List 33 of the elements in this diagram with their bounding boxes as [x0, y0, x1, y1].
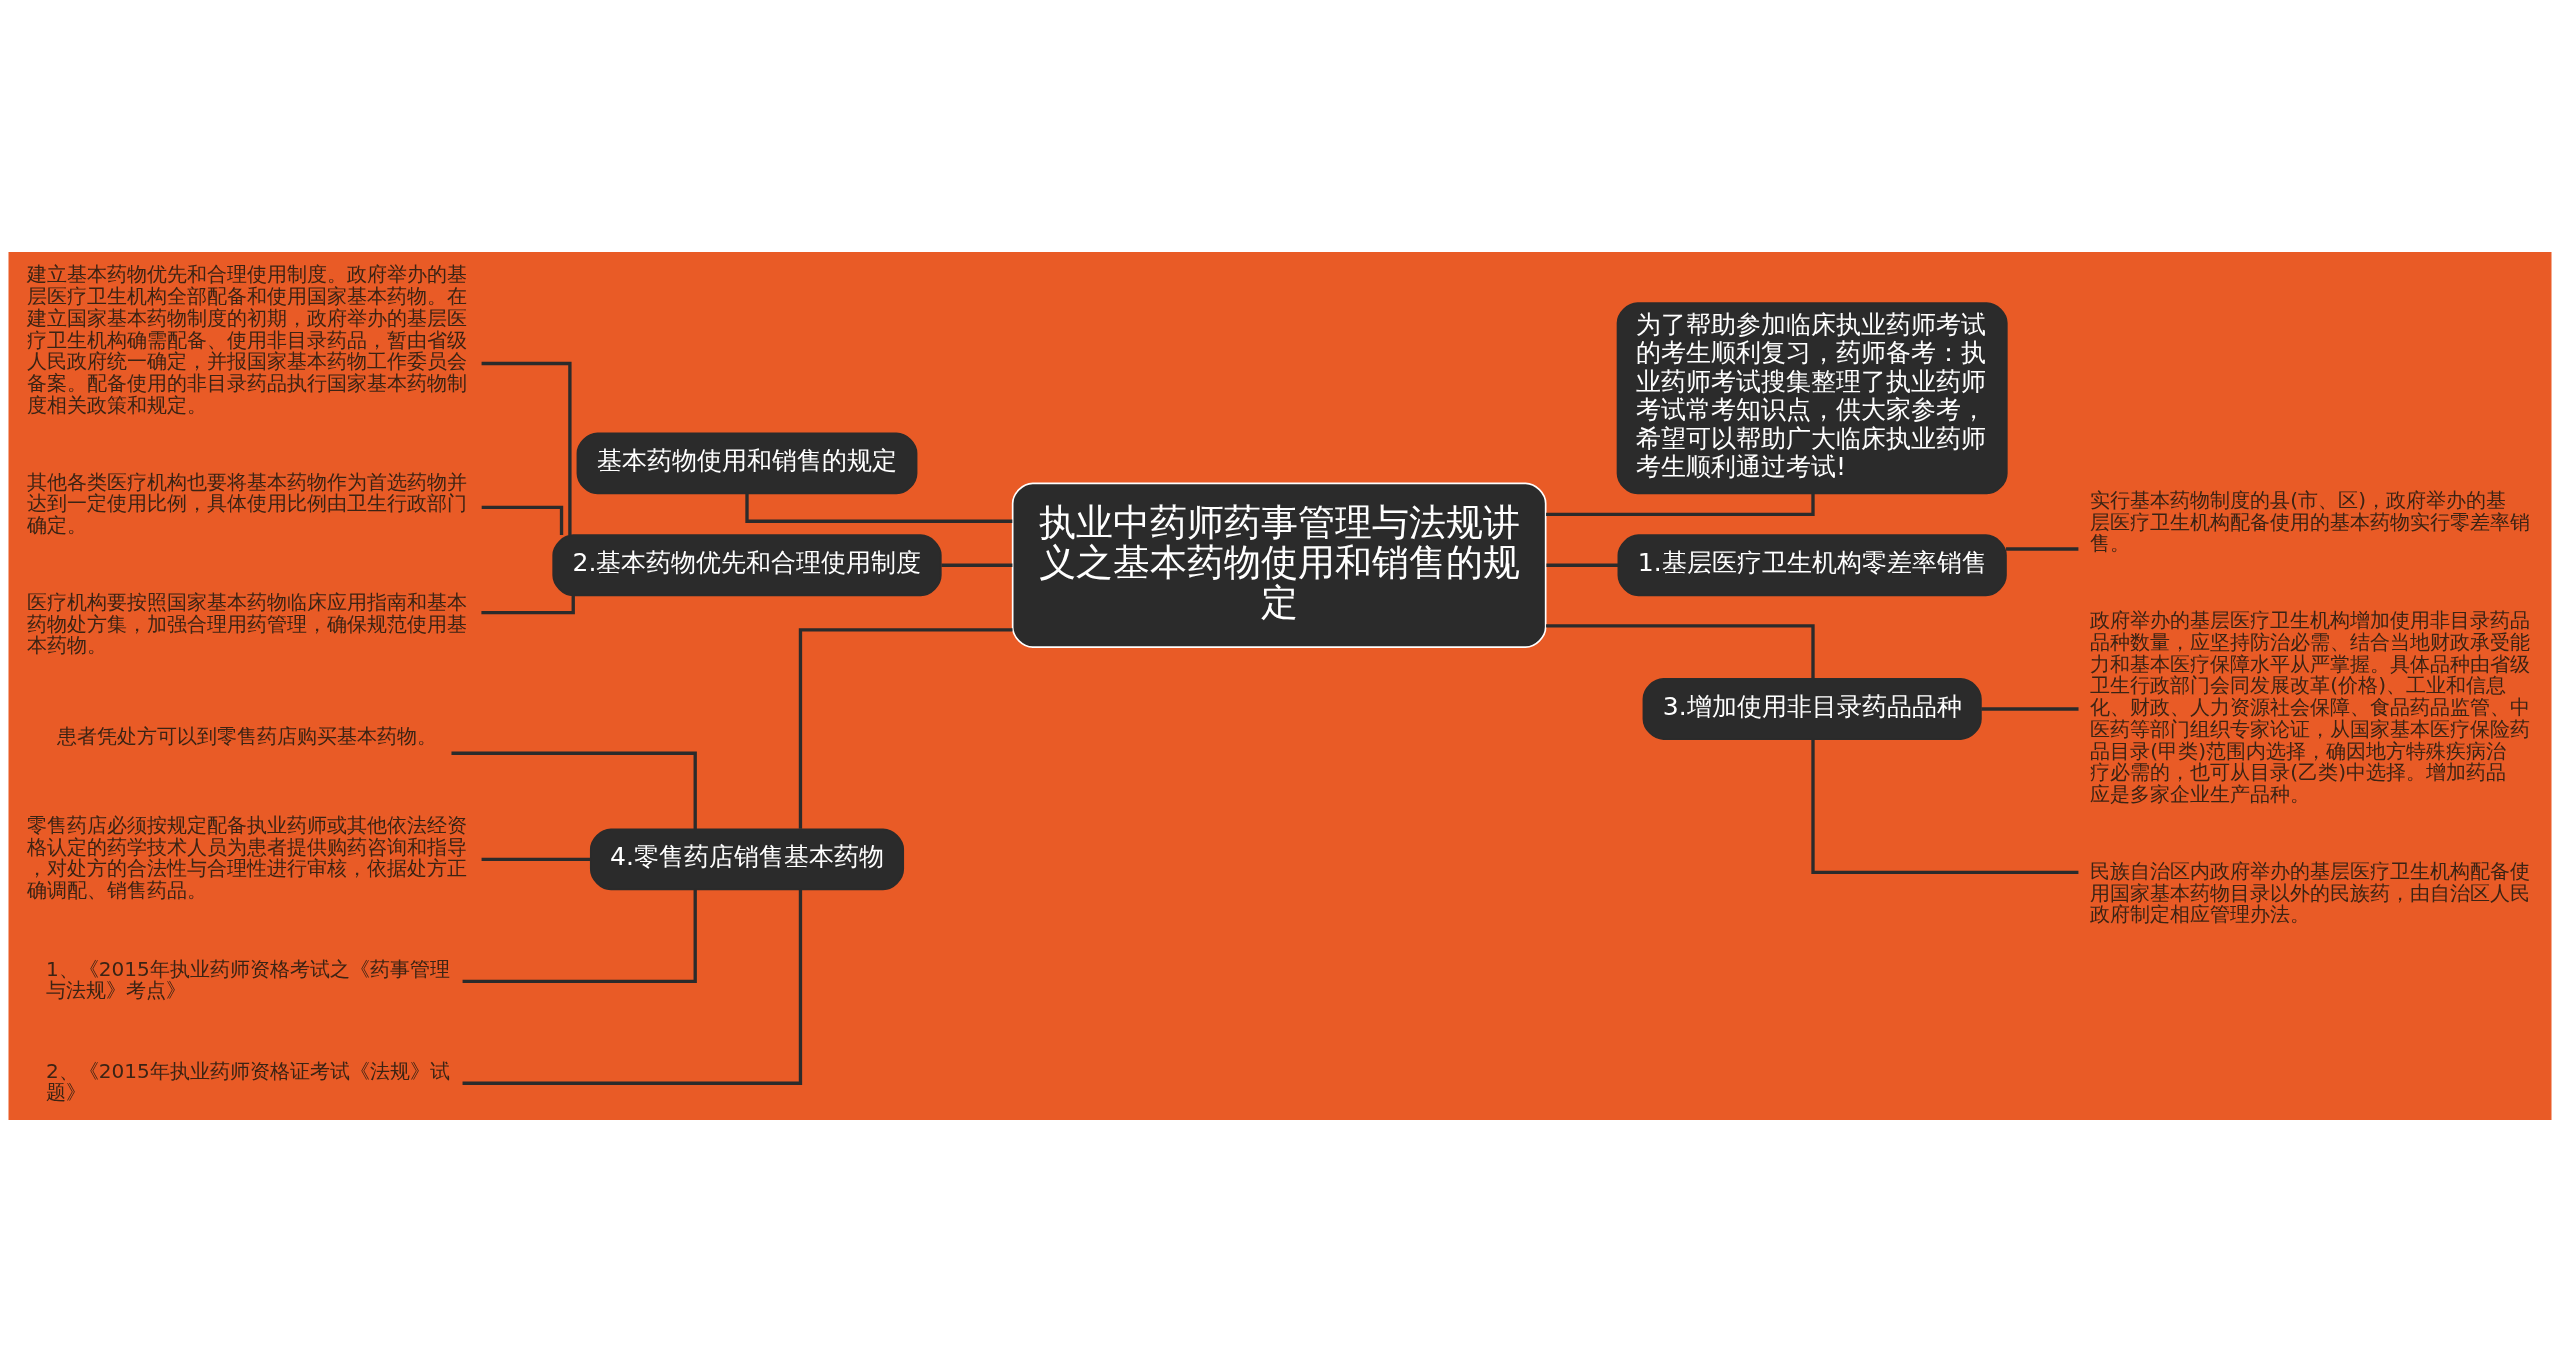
connector [481, 505, 564, 535]
node-box: 2.基本药物优先和合理使用制度 [552, 534, 942, 597]
node-text: 2、《2015年执业药师资格证考试《法规》试题》 [46, 1058, 450, 1105]
connector [481, 595, 575, 615]
connector [745, 493, 1013, 523]
connector [462, 889, 803, 1085]
connector [1546, 563, 1619, 567]
connector [451, 751, 697, 830]
node-text: 建立基本药物优先和合理使用制度。政府举办的基层医疗卫生机构全部配备和使用国家基本药物。在建立国家基本药物制度的初期，政府举办的基层医疗卫生机构确需配备、使用非目录药品，暂由省级人民政府统一确定，并报国家基本药物工作委员会备案。配备使用的非目录药品执行国家基本药物制度相关政策和规定。 [26, 262, 467, 417]
connector [481, 361, 572, 536]
node-box: 执业中药师药事管理与法规讲义之基本药物使用和销售的规定 [1011, 482, 1547, 648]
connector [2006, 547, 2079, 551]
connector [1546, 624, 1815, 679]
node-text: 政府举办的基层医疗卫生机构增加使用非目录药品品种数量，应坚持防治必需、结合当地财政承受能力和基本医疗保障水平从严掌握。具体品种由省级卫生行政部门会同发展改革(价格)、工业和信息化、财政、人力资源社会保障、食品药品监管、中医药等部门组织专家论证，从国家基本医疗保险药品目录(甲类)范围内选择，确因地方特殊疾病治疗必需的，也可从目录(乙类)中选择。增加药品应是多家企业生产品种。 [2090, 608, 2531, 807]
connector [1546, 493, 1815, 516]
node-box: 4.零售药店销售基本药物 [589, 828, 905, 891]
node-text: 零售药店必须按规定配备执业药师或其他依法经资格认定的药学技术人员为患者提供购药咨询和指导，对处方的合法性与合理性进行审核，依据处方正确调配、销售药品。 [26, 812, 467, 903]
node-box: 为了帮助参加临床执业药师考试的考生顺利复习，药师备考：执业药师考试搜集整理了执业药师考试常考知识点，供大家参考，希望可以帮助广大临床执业药师考生顺利通过考试! [1616, 302, 2008, 495]
connector [481, 857, 591, 861]
node-text: 其他各类医疗机构也要将基本药物作为首选药物并达到一定使用比例，具体使用比例由卫生行政部门确定。 [26, 469, 467, 538]
node-text: 民族自治区内政府举办的基层医疗卫生机构配备使用国家基本药物目录以外的民族药，由自治区人民政府制定相应管理办法。 [2090, 858, 2531, 927]
connector [941, 563, 1013, 567]
connector [798, 628, 1013, 829]
node-text: 1、《2015年执业药师资格考试之《药事管理与法规》考点》 [46, 956, 450, 1003]
node-text: 医疗机构要按照国家基本药物临床应用指南和基本药物处方集，加强合理用药管理，确保规范使用基本药物。 [26, 589, 467, 658]
connector [1981, 707, 2079, 711]
connector [1811, 739, 2079, 874]
connector [462, 889, 697, 983]
node-box: 3.增加使用非目录药品品种 [1642, 678, 1982, 740]
node-box: 1.基层医疗卫生机构零差率销售 [1617, 534, 2007, 597]
node-text: 患者凭处方可以到零售药店购买基本药物。 [56, 723, 437, 748]
node-text: 实行基本药物制度的县(市、区)，政府举办的基层医疗卫生机构配备使用的基本药物实行零差率销售。 [2090, 487, 2531, 556]
node-box: 基本药物使用和销售的规定 [576, 432, 918, 495]
